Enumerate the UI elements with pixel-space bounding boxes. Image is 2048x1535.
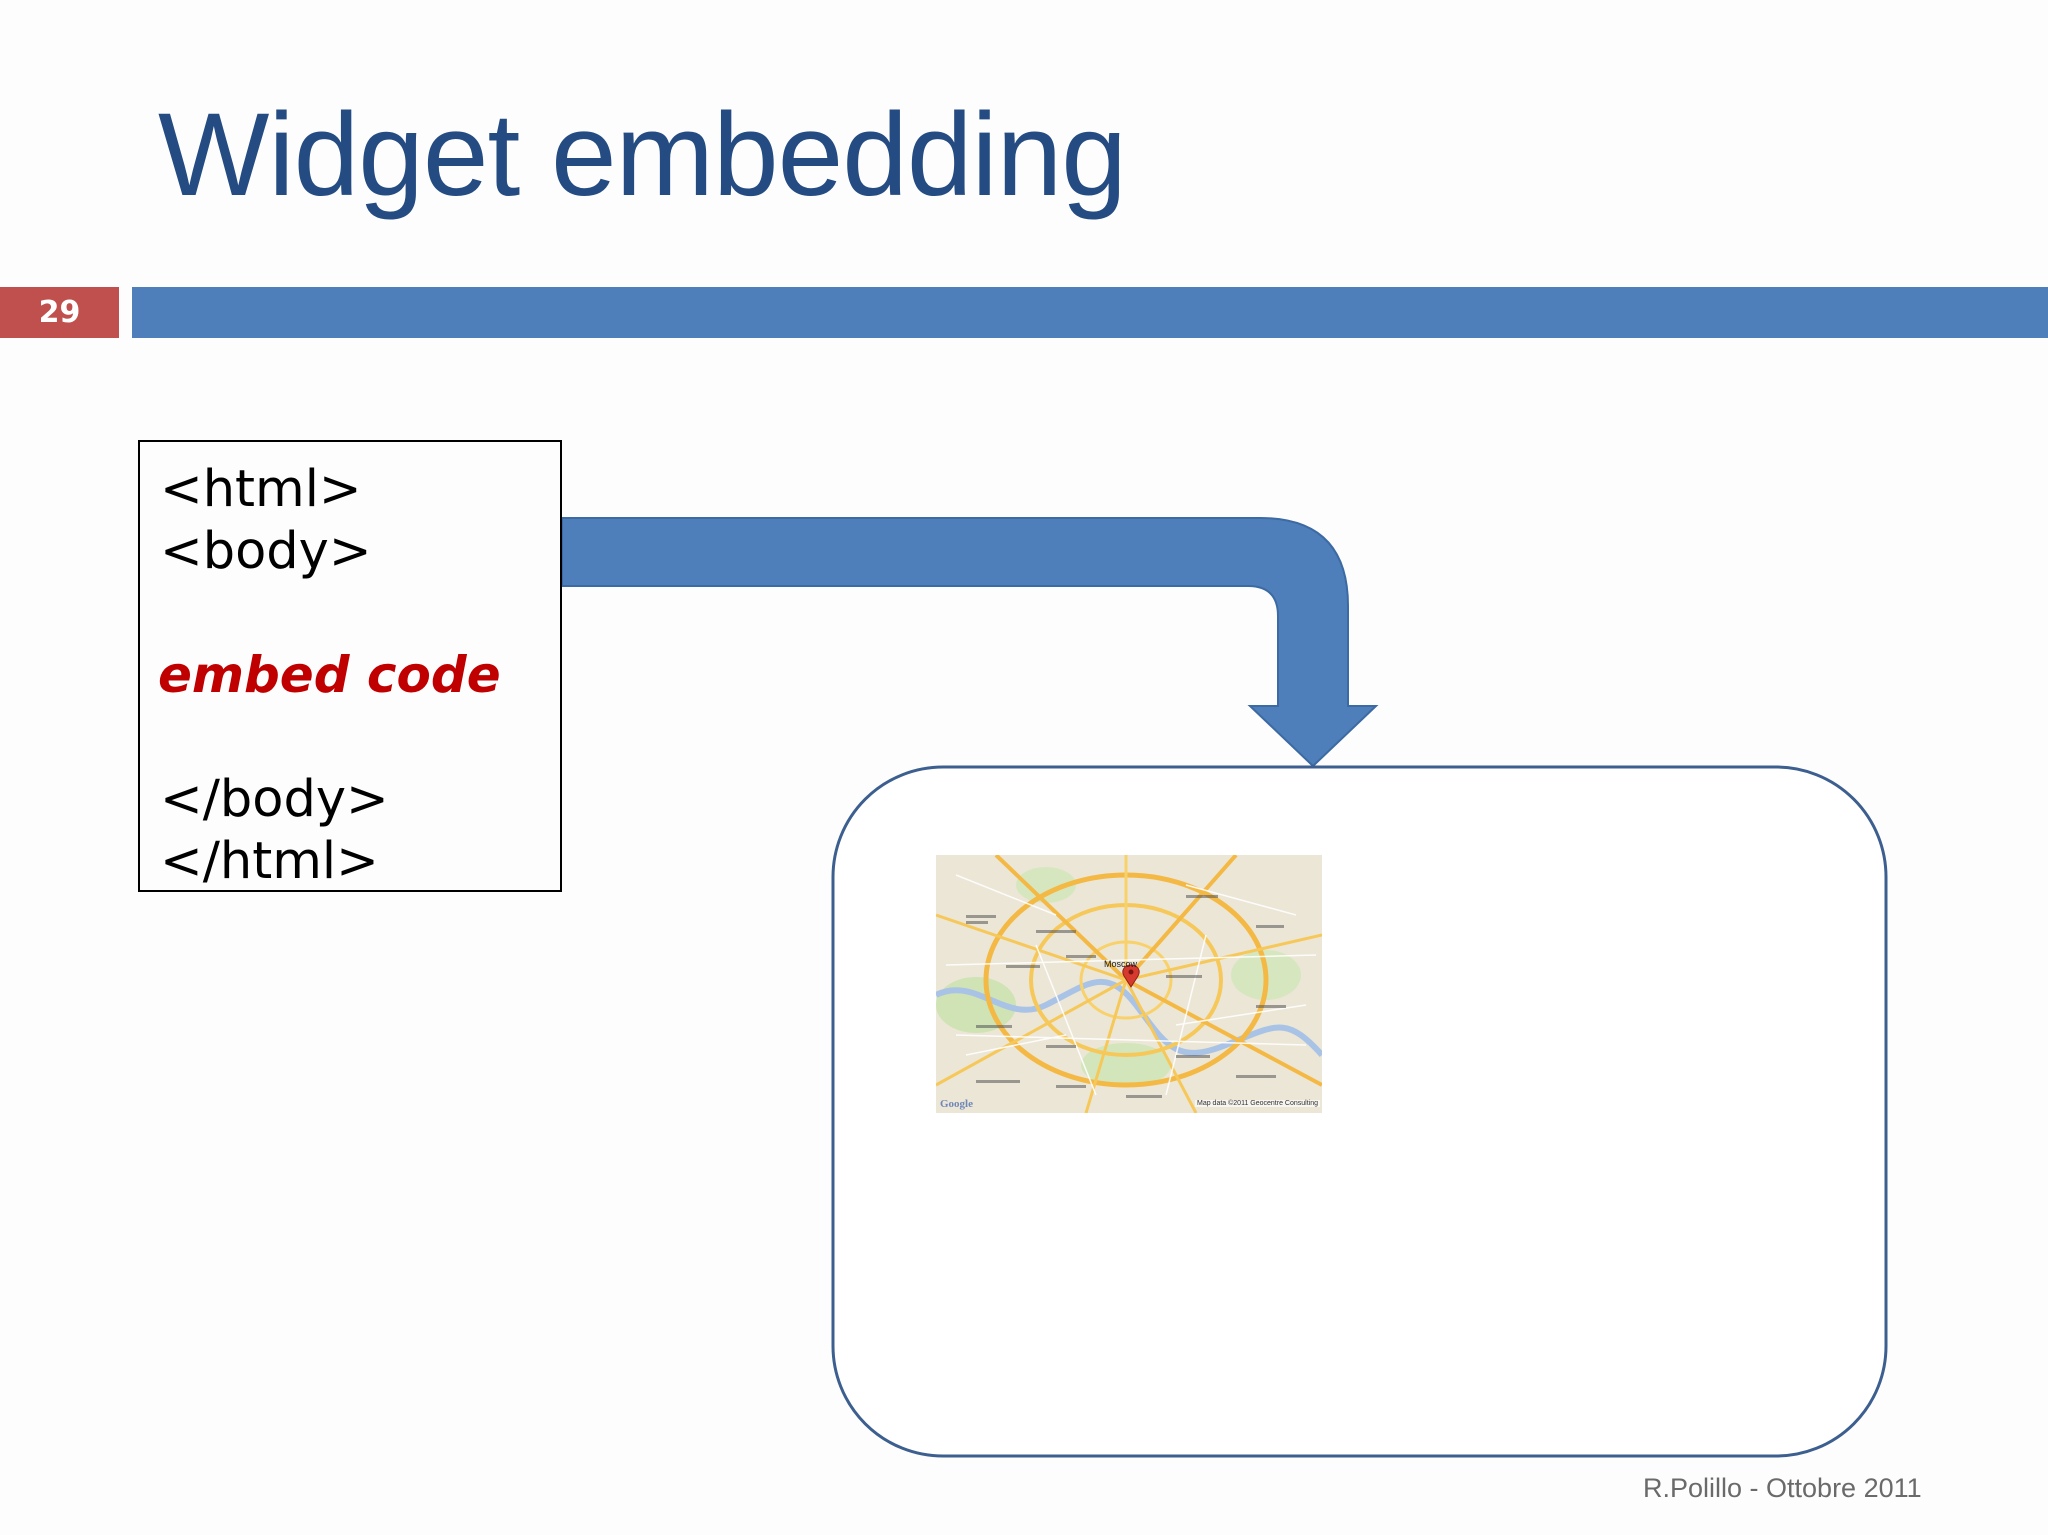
html-code-box: <html> <body> embed code </body> </html> <box>138 440 562 892</box>
slide-title: Widget embedding <box>158 89 1127 221</box>
page-number-badge: 29 <box>0 287 119 338</box>
slide-footer: R.Polillo - Ottobre 2011 <box>1643 1473 1922 1503</box>
code-line-html-open: <html> <box>160 460 362 519</box>
embed-code-label: embed code <box>158 646 501 704</box>
embed-arrow <box>561 517 1379 768</box>
code-line-body-close: </body> <box>160 770 389 829</box>
map-logo[interactable]: Google <box>940 1098 973 1110</box>
code-line-body-open: <body> <box>160 522 372 581</box>
map-center-label: Moscow <box>1104 959 1138 969</box>
code-line-html-close: </html> <box>160 832 379 891</box>
map-attribution[interactable]: Map data ©2011 Geocentre Consulting <box>1195 1100 1320 1107</box>
map-pin-icon[interactable] <box>1122 964 1140 988</box>
map-image <box>936 855 1322 1113</box>
title-underline-bar <box>132 287 2048 338</box>
embedded-map-widget[interactable]: Moscow Google Map data ©2011 Geocentre C… <box>936 855 1322 1113</box>
